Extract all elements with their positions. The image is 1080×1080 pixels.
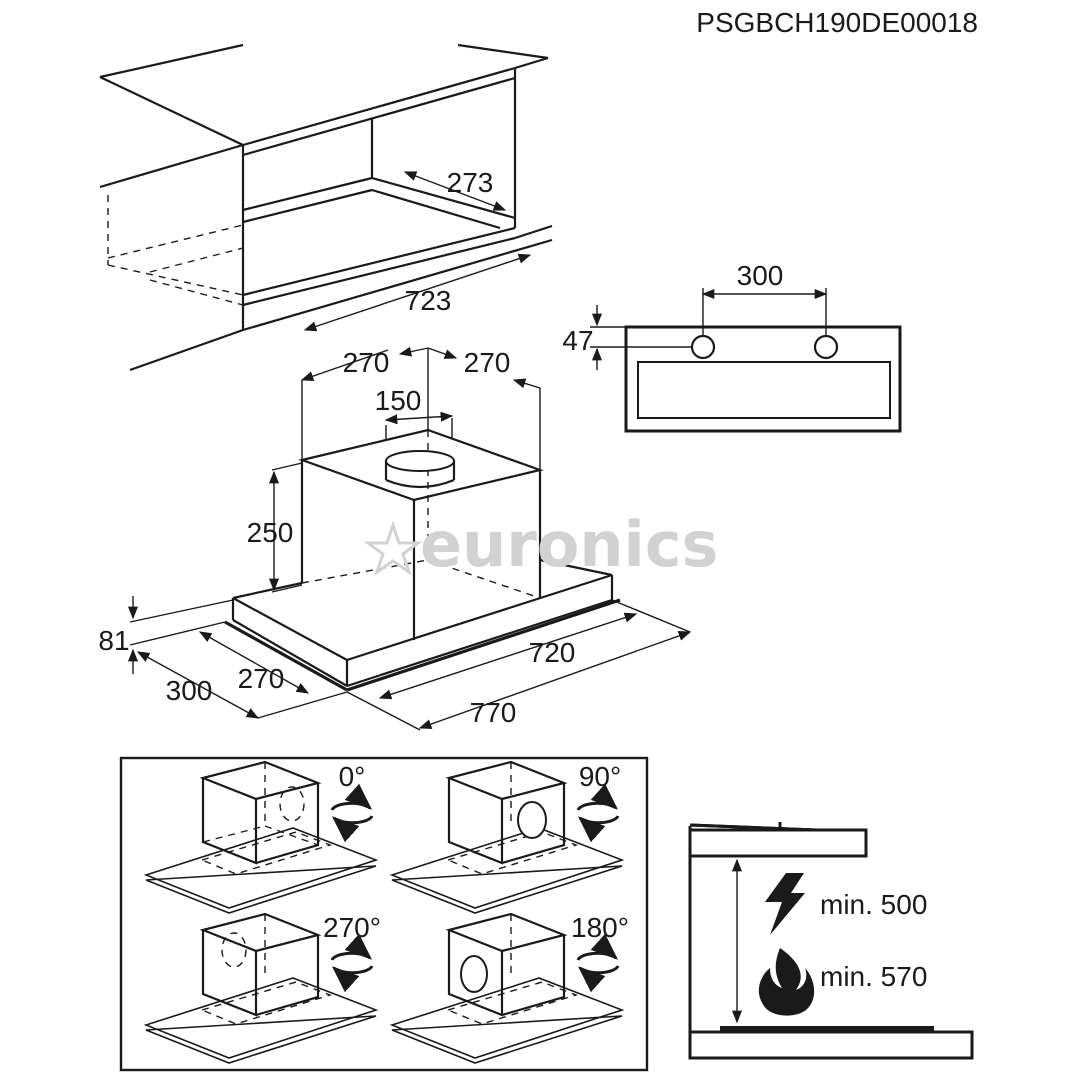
rotation-180-label: 180° [571, 912, 629, 943]
mounting-holes-view [590, 288, 902, 433]
lightning-icon [765, 873, 805, 935]
clearance-drawing [688, 822, 974, 1060]
product-code: PSGBCH190DE00018 [696, 7, 978, 38]
hole-offset-label: 47 [562, 325, 593, 356]
outlet-diameter-label: 150 [375, 385, 422, 416]
rotate-arrows-icon [330, 933, 374, 993]
hood-left-offset-label: 270 [343, 347, 390, 378]
width-outer-label: 770 [470, 697, 517, 728]
rotation-270-drawing [143, 912, 379, 1064]
rotation-0-drawing [143, 760, 379, 914]
rotate-arrows-icon [576, 933, 620, 993]
cabinet-drawing [99, 43, 553, 372]
rotation-270-label: 270° [323, 912, 381, 943]
chimney-height-label: 250 [247, 517, 294, 548]
depth-inner-label: 270 [238, 663, 285, 694]
rotation-90-label: 90° [579, 761, 621, 792]
rotation-0-label: 0° [339, 761, 366, 792]
width-inner-label: 720 [529, 637, 576, 668]
watermark-text: euronics [420, 508, 718, 581]
cabinet-width-label: 723 [405, 285, 452, 316]
hole-spacing-label: 300 [737, 260, 784, 291]
gas-clearance-label: min. 570 [820, 961, 927, 992]
hood-right-offset-label: 270 [464, 347, 511, 378]
rotate-arrows-icon [576, 783, 620, 843]
depth-outer-label: 300 [166, 675, 213, 706]
rotation-90-drawing [389, 760, 625, 914]
rotate-arrows-icon [330, 783, 374, 843]
rotation-180-drawing [389, 912, 625, 1064]
panel-height-label: 81 [98, 625, 129, 656]
cabinet-depth-label: 273 [447, 167, 494, 198]
flame-icon [758, 948, 815, 1016]
watermark: euronics [363, 508, 718, 581]
electric-clearance-label: min. 500 [820, 889, 927, 920]
